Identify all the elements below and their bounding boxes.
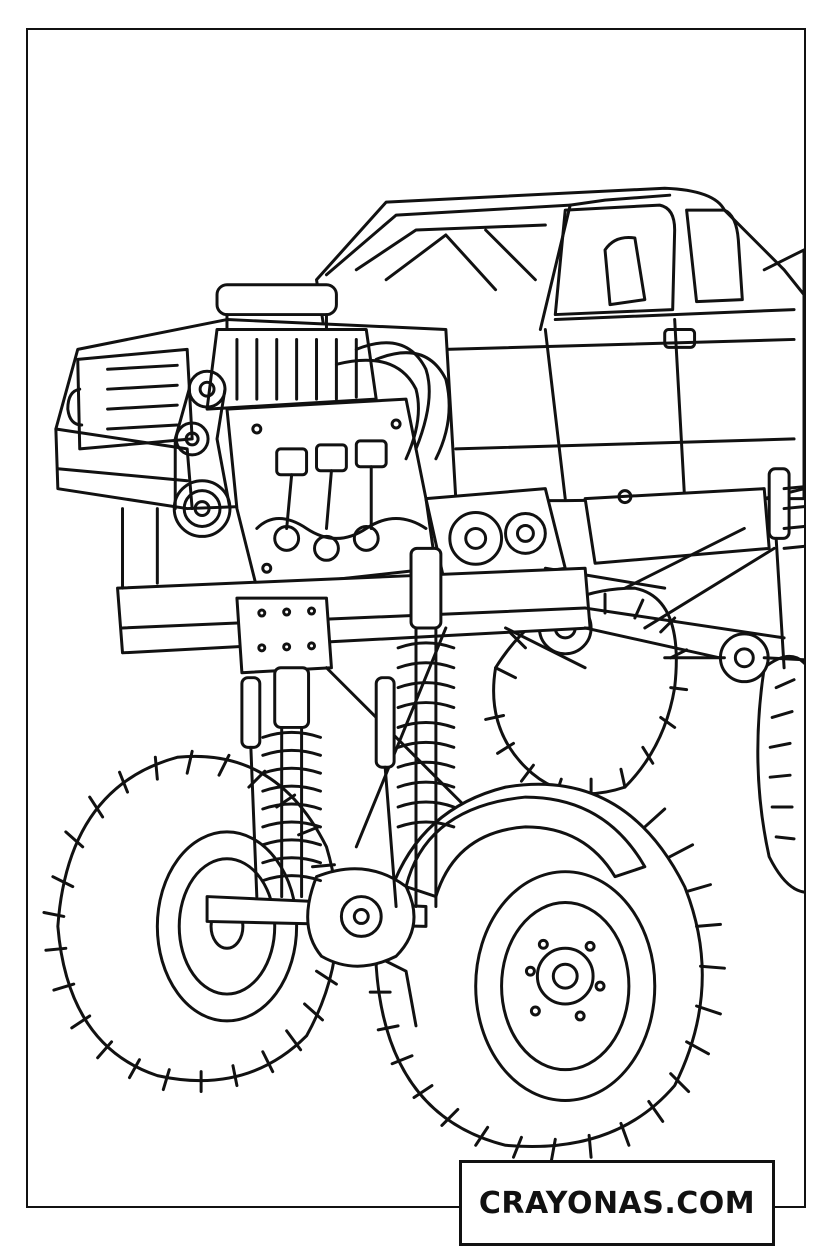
- brand-text: CRAYONAS.COM: [478, 1185, 756, 1221]
- coloring-page-frame: [26, 28, 806, 1208]
- monster-truck-illustration: [42, 186, 804, 1163]
- brand-watermark: CRAYONAS.COM: [459, 1160, 775, 1246]
- rear-shock: [767, 467, 804, 670]
- engine: [172, 283, 451, 590]
- transmission: [424, 487, 771, 656]
- front-right-wheel: [366, 782, 726, 1163]
- rear-right-wheel: [756, 655, 804, 894]
- front-left-shock: [240, 666, 322, 899]
- front-axle: [205, 867, 428, 968]
- front-right-shock: [374, 546, 456, 909]
